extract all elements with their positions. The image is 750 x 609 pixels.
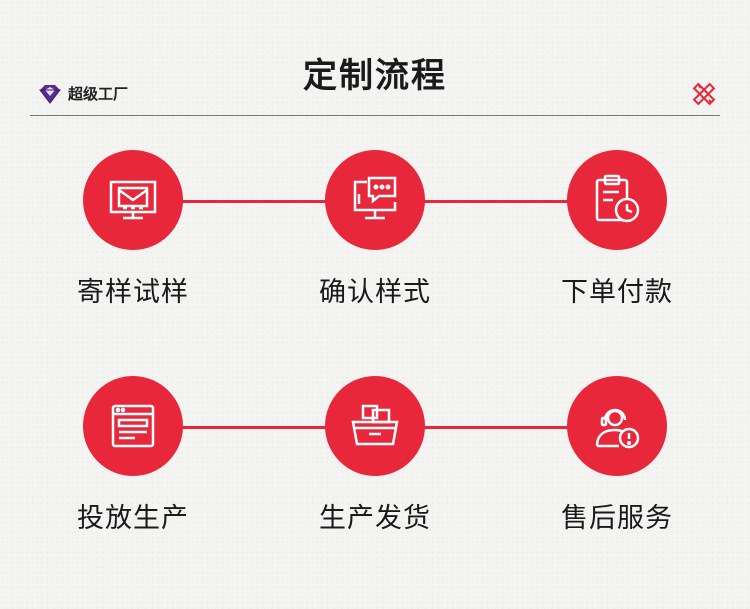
brand: 超级工厂 bbox=[38, 83, 128, 104]
step-3-label: 下单付款 bbox=[561, 277, 673, 308]
connector-row2-a bbox=[180, 426, 330, 429]
header-divider bbox=[30, 115, 720, 116]
step-6-circle bbox=[567, 376, 667, 476]
step-1: 寄样试样 bbox=[33, 150, 233, 309]
step-2-label: 确认样式 bbox=[319, 277, 431, 308]
connector-row1-a bbox=[180, 200, 330, 203]
connector-row1-b bbox=[420, 200, 570, 203]
step-4-label: 投放生产 bbox=[77, 503, 189, 534]
shipping-box-icon bbox=[351, 404, 399, 446]
step-2: 确认样式 bbox=[275, 150, 475, 309]
step-3-circle bbox=[567, 150, 667, 250]
chat-monitor-icon bbox=[353, 176, 397, 220]
step-4-circle bbox=[83, 376, 183, 476]
step-6-label: 售后服务 bbox=[561, 503, 673, 534]
support-alert-icon bbox=[595, 408, 640, 449]
clipboard-clock-icon bbox=[595, 174, 640, 223]
crossed-ruler-pencil-icon bbox=[692, 82, 716, 106]
brand-name: 超级工厂 bbox=[68, 85, 129, 103]
purple-gem-logo-icon bbox=[38, 84, 62, 104]
step-5-label: 生产发货 bbox=[319, 503, 431, 534]
step-5: 生产发货 bbox=[275, 376, 475, 535]
mail-monitor-icon bbox=[109, 180, 157, 220]
step-4: 投放生产 bbox=[33, 376, 233, 535]
step-5-circle bbox=[325, 376, 425, 476]
page-title: 定制流程 bbox=[303, 56, 447, 96]
step-1-label: 寄样试样 bbox=[77, 277, 189, 308]
step-2-circle bbox=[325, 150, 425, 250]
step-1-circle bbox=[83, 150, 183, 250]
production-window-icon bbox=[111, 404, 155, 448]
connector-row2-b bbox=[420, 426, 570, 429]
step-6: 售后服务 bbox=[517, 376, 717, 535]
step-3: 下单付款 bbox=[517, 150, 717, 309]
